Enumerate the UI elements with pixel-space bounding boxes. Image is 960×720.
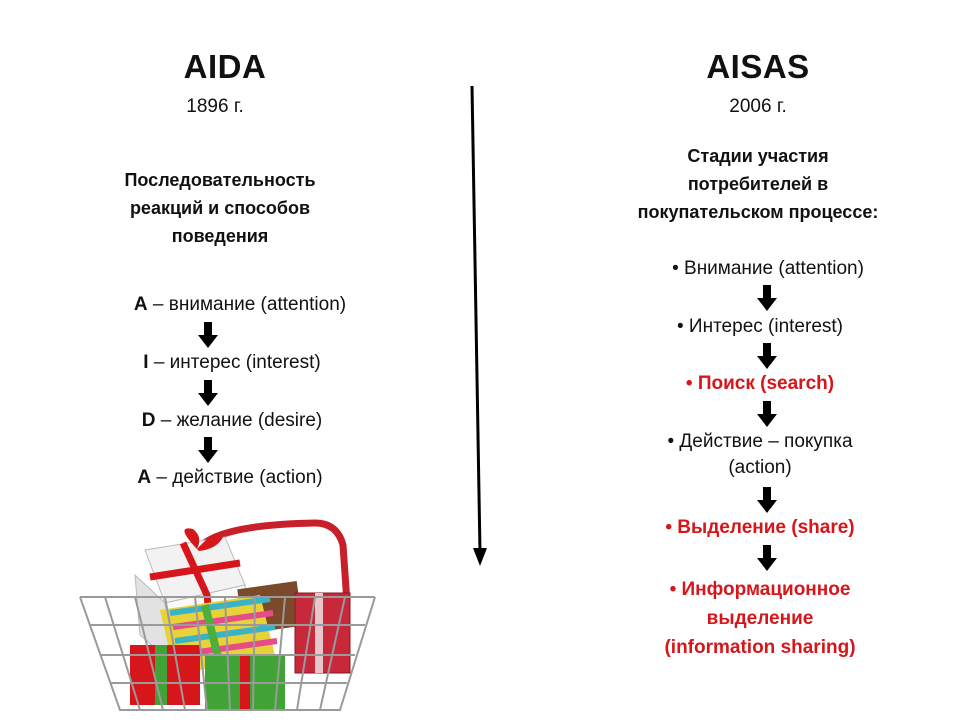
aisas-description-line: покупательском процессе:: [637, 202, 879, 222]
aisas-description-line: потребителей в: [687, 174, 829, 194]
aisas-step-text: Поиск (search): [697, 373, 835, 394]
timeline-arrow-icon: [470, 86, 487, 566]
aida-step-attention: A – внимание (attention): [60, 294, 420, 316]
down-arrow-icon: [198, 380, 218, 406]
aisas-step-text: Информационное: [681, 579, 851, 600]
aisas-step-information-sharing: • Информационное выделение (information …: [580, 575, 940, 662]
aida-title: AIDA: [183, 48, 267, 85]
aida-step-letter: I: [143, 352, 149, 373]
aida-description-line: Последовательность: [124, 170, 316, 190]
aisas-step-text: Внимание (attention): [684, 258, 864, 279]
aida-description: Последовательность реакций и способов по…: [90, 166, 350, 250]
bullet: •: [685, 373, 693, 394]
aisas-step-text: Выделение (share): [677, 517, 855, 538]
aida-step-text: – желание (desire): [155, 410, 323, 431]
aisas-step-share: • Выделение (share): [580, 517, 940, 539]
aisas-step-text: Действие – покупка: [679, 431, 853, 452]
aida-step-text: – внимание (attention): [147, 294, 347, 315]
bullet: •: [665, 517, 673, 538]
bullet: •: [676, 316, 684, 337]
down-arrow-icon: [757, 545, 777, 571]
aida-step-text: – действие (action): [151, 467, 323, 488]
aida-step-text: – интерес (interest): [148, 352, 321, 373]
aisas-step-attention: • Внимание (attention): [588, 258, 948, 280]
down-arrow-icon: [757, 343, 777, 369]
aida-step-interest: I – интерес (interest): [52, 352, 412, 374]
aisas-description: Стадии участия потребителей в покупатель…: [598, 142, 918, 226]
aida-step-action: A – действие (action): [50, 467, 410, 489]
aisas-step-text-line2: (action): [728, 457, 792, 478]
aida-description-line: поведения: [171, 226, 269, 246]
aisas-year: 2006 г.: [729, 96, 787, 117]
aida-year: 1896 г.: [186, 96, 244, 117]
aisas-step-search: • Поиск (search): [580, 373, 940, 395]
aisas-step-text-line2: выделение: [706, 608, 814, 629]
aisas-title: AISAS: [706, 48, 810, 85]
down-arrow-icon: [757, 487, 777, 513]
down-arrow-icon: [198, 322, 218, 348]
bullet: •: [667, 431, 675, 452]
aida-step-letter: D: [141, 410, 156, 431]
aida-description-line: реакций и способов: [129, 198, 311, 218]
bullet: •: [672, 258, 679, 279]
bullet: •: [669, 579, 677, 600]
aisas-step-interest: • Интерес (interest): [580, 316, 940, 338]
down-arrow-icon: [757, 401, 777, 427]
aisas-step-text: Интерес (interest): [688, 316, 843, 337]
down-arrow-icon: [757, 285, 777, 311]
down-arrow-icon: [198, 437, 218, 463]
aida-step-letter: A: [137, 467, 152, 488]
aisas-step-action: • Действие – покупка (action): [580, 431, 940, 479]
aida-step-desire: D – желание (desire): [52, 410, 412, 432]
aida-step-letter: A: [133, 294, 148, 315]
aisas-step-text-line3: (information sharing): [664, 637, 856, 658]
shopping-basket-illustration: [79, 519, 376, 711]
aisas-description-line: Стадии участия: [687, 146, 829, 166]
wire-basket: [79, 596, 376, 711]
